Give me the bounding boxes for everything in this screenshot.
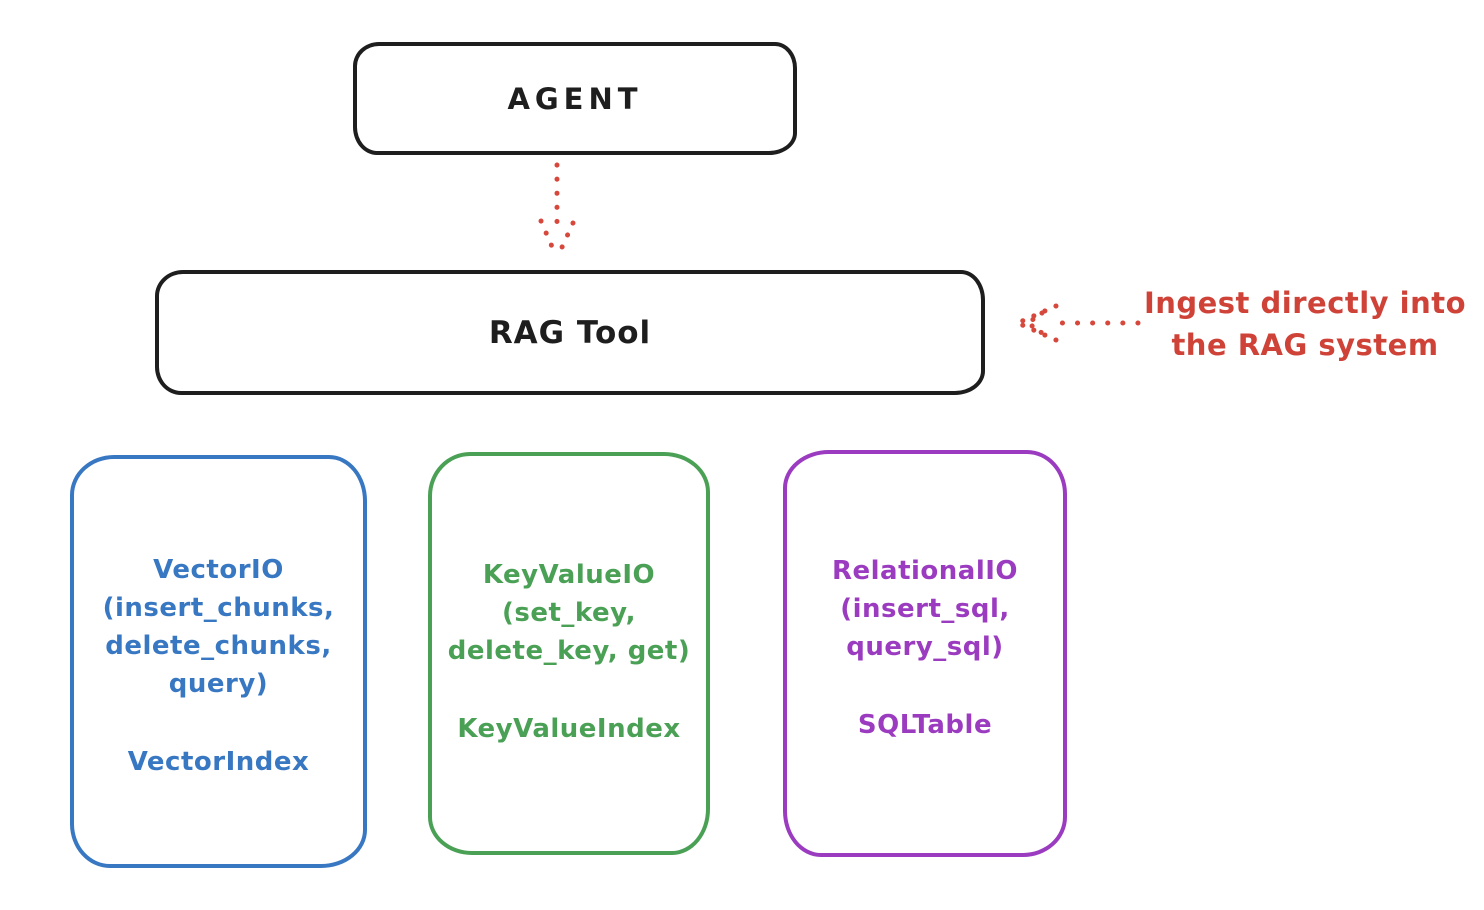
agent-node: AGENT xyxy=(353,42,797,155)
relational-io-line: (insert_sql, xyxy=(840,594,1010,624)
vector-io-node: VectorIO (insert_chunks, delete_chunks, … xyxy=(70,455,367,868)
keyvalue-io-line: (set_key, xyxy=(502,598,636,628)
relational-io-node: RelationalIO (insert_sql, query_sql) SQL… xyxy=(783,450,1067,857)
vector-io-line: delete_chunks, xyxy=(105,631,332,661)
keyvalue-index-label: KeyValueIndex xyxy=(457,714,681,744)
keyvalue-io-text: KeyValueIO (set_key, delete_key, get) Ke… xyxy=(432,456,706,748)
relational-io-text: RelationalIO (insert_sql, query_sql) SQL… xyxy=(787,454,1063,744)
ingest-annotation-line1: Ingest directly into xyxy=(1143,286,1467,320)
vector-io-line: query) xyxy=(168,669,269,699)
keyvalue-io-line: KeyValueIO xyxy=(482,560,656,590)
vector-io-line: VectorIO xyxy=(153,555,284,585)
keyvalue-io-node: KeyValueIO (set_key, delete_key, get) Ke… xyxy=(428,452,710,855)
relational-io-line: query_sql) xyxy=(846,632,1004,662)
vector-index-label: VectorIndex xyxy=(127,747,310,777)
agent-label: AGENT xyxy=(507,81,643,116)
keyvalue-io-line: delete_key, get) xyxy=(447,636,691,666)
relational-io-line: RelationalIO xyxy=(831,556,1019,586)
sqltable-label: SQLTable xyxy=(857,710,993,740)
agent-to-ragtool-arrow-icon xyxy=(538,162,576,259)
rag-tool-label: RAG Tool xyxy=(488,314,652,351)
rag-tool-node: RAG Tool xyxy=(155,270,985,395)
ingest-annotation: Ingest directly into the RAG system xyxy=(1130,282,1480,366)
vector-io-line: (insert_chunks, xyxy=(102,593,335,623)
ingest-annotation-line2: the RAG system xyxy=(1171,328,1439,362)
vector-io-text: VectorIO (insert_chunks, delete_chunks, … xyxy=(74,459,363,781)
ingest-arrow-icon xyxy=(1017,303,1141,343)
